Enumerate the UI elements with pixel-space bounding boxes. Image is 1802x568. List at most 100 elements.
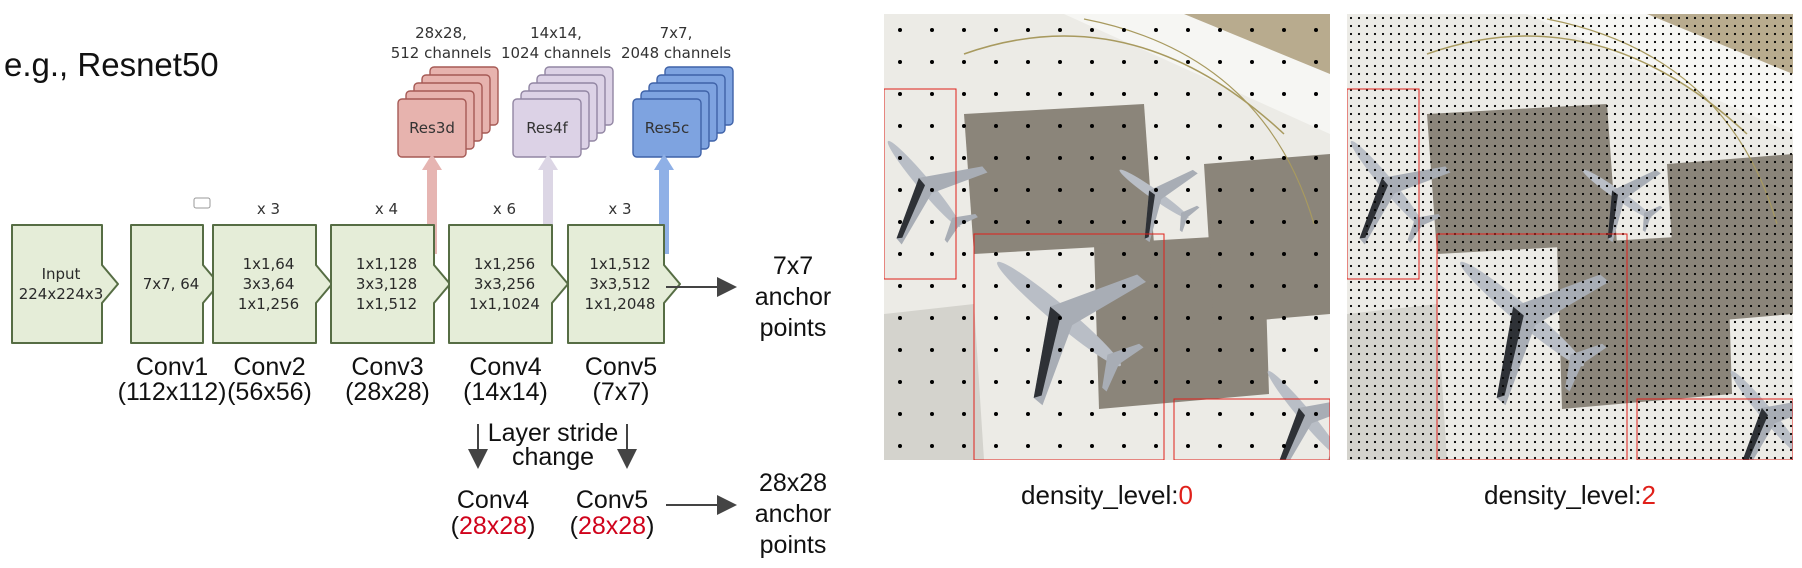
anchor-point: [1709, 392, 1713, 396]
anchor-point: [1597, 384, 1601, 388]
anchor-point: [1749, 320, 1753, 324]
anchor-point: [1725, 344, 1729, 348]
anchor-point: [1525, 416, 1529, 420]
anchor-point: [1709, 136, 1713, 140]
anchor-point: [1349, 32, 1353, 36]
anchor-point: [1581, 240, 1585, 244]
anchor-point: [1525, 432, 1529, 436]
anchor-point: [1589, 384, 1593, 388]
anchor-point: [1397, 144, 1401, 148]
anchor-point: [1741, 416, 1745, 420]
anchor-point: [1373, 136, 1377, 140]
anchor-point: [1781, 384, 1785, 388]
anchor-point: [1557, 32, 1561, 36]
anchor-point: [1725, 296, 1729, 300]
anchor-point: [1757, 184, 1761, 188]
anchor-point: [1773, 168, 1777, 172]
anchor-point: [1058, 348, 1062, 352]
anchor-point: [994, 188, 998, 192]
anchor-point: [1429, 144, 1433, 148]
anchor-point: [1477, 152, 1481, 156]
anchor-point: [1509, 136, 1513, 140]
anchor-point: [1693, 168, 1697, 172]
anchor-point: [1453, 272, 1457, 276]
anchor-point: [1469, 216, 1473, 220]
anchor-point: [1461, 40, 1465, 44]
anchor-point: [1677, 264, 1681, 268]
anchor-point: [1493, 64, 1497, 68]
anchor-point: [1421, 192, 1425, 196]
anchor-point: [1613, 200, 1617, 204]
anchor-point: [1397, 336, 1401, 340]
anchor-point: [1445, 104, 1449, 108]
anchor-point: [1429, 440, 1433, 444]
anchor-point: [1693, 224, 1697, 228]
anchor-point: [1725, 16, 1729, 20]
anchor-point: [1637, 336, 1641, 340]
anchor-point: [1629, 432, 1633, 436]
anchor-point: [1122, 252, 1126, 256]
anchor-point: [1445, 40, 1449, 44]
anchor-point: [1765, 376, 1769, 380]
anchor-point: [1781, 200, 1785, 204]
anchor-point: [1405, 456, 1409, 460]
anchor-point: [1709, 168, 1713, 172]
anchor-point: [1749, 152, 1753, 156]
anchor-point: [1589, 344, 1593, 348]
anchor-point: [1773, 232, 1777, 236]
anchor-point: [1429, 240, 1433, 244]
anchor-point: [1733, 48, 1737, 52]
anchor-point: [1397, 376, 1401, 380]
anchor-point: [1653, 352, 1657, 356]
anchor-point: [1026, 60, 1030, 64]
anchor-point: [1058, 412, 1062, 416]
anchor-point: [1349, 336, 1353, 340]
anchor-point: [1445, 256, 1449, 260]
anchor-point: [1549, 424, 1553, 428]
anchor-point: [1549, 432, 1553, 436]
anchor-point: [1725, 144, 1729, 148]
anchor-point: [1765, 448, 1769, 452]
anchor-point: [1541, 384, 1545, 388]
anchor-point: [1485, 192, 1489, 196]
anchor-point: [1741, 136, 1745, 140]
anchor-point: [1693, 264, 1697, 268]
anchor-point: [1389, 400, 1393, 404]
anchor-point: [1565, 416, 1569, 420]
anchor-point: [1637, 128, 1641, 132]
anchor-point: [1765, 304, 1769, 308]
anchor-point: [1741, 176, 1745, 180]
anchor-point: [1781, 312, 1785, 316]
anchor-point: [1573, 40, 1577, 44]
anchor-point: [1669, 416, 1673, 420]
anchor-point: [1677, 64, 1681, 68]
anchor-point: [1557, 440, 1561, 444]
anchor-point: [1397, 440, 1401, 444]
anchor-point: [1749, 376, 1753, 380]
anchor-point: [1565, 376, 1569, 380]
anchor-point: [1789, 24, 1793, 28]
anchor-point: [1437, 296, 1441, 300]
anchor-point: [1453, 352, 1457, 356]
anchor-point: [1573, 392, 1577, 396]
anchor-point: [1549, 360, 1553, 364]
anchor-point: [1765, 328, 1769, 332]
anchor-point: [1437, 48, 1441, 52]
anchor-point: [1413, 208, 1417, 212]
anchor-point: [1565, 224, 1569, 228]
anchor-point: [1781, 88, 1785, 92]
anchor-point: [1717, 296, 1721, 300]
anchor-point: [1453, 64, 1457, 68]
taxi-line: [1546, 18, 1778, 225]
anchor-point: [1789, 184, 1793, 188]
anchor-point: [1669, 104, 1673, 108]
anchor-point: [1282, 380, 1286, 384]
anchor-point: [1757, 72, 1761, 76]
anchor-point: [1373, 264, 1377, 268]
anchor-point: [1533, 344, 1537, 348]
anchor-point: [1613, 96, 1617, 100]
anchor-point: [1413, 304, 1417, 308]
anchor-point: [1725, 424, 1729, 428]
anchor-point: [1669, 80, 1673, 84]
anchor-point: [1573, 200, 1577, 204]
